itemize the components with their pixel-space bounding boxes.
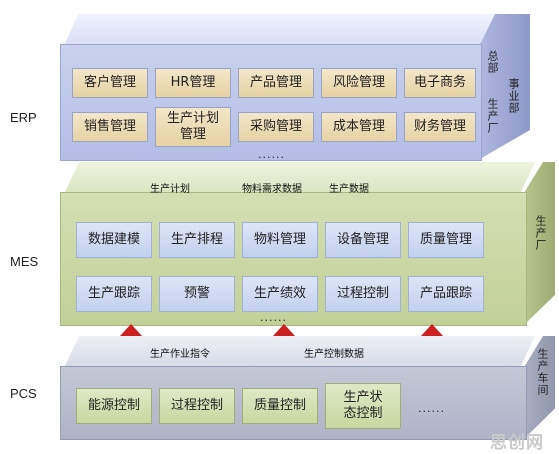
erp-module: 客户管理 [72, 68, 148, 98]
pcs-block-top [65, 336, 535, 366]
mes-module: 生产排程 [159, 222, 235, 258]
mes-module: 生产跟踪 [76, 276, 152, 312]
erp-module: 生产计划管理 [155, 107, 231, 147]
pcs-side-label: 生产车间 [536, 348, 549, 396]
mes-module: 生产绩效 [242, 276, 318, 312]
erp-module: 销售管理 [72, 112, 148, 142]
mes-module: 质量管理 [408, 222, 484, 258]
flow-label-control-data: 生产控制数据 [304, 349, 364, 360]
mes-module: 物料管理 [242, 222, 318, 258]
erp-label: ERP [10, 110, 37, 125]
flow-label-plan: 生产计划 [150, 184, 190, 195]
pcs-module: 过程控制 [159, 388, 235, 424]
mes-side-label: 生产厂 [534, 215, 547, 251]
mes-module: 设备管理 [325, 222, 401, 258]
erp-block [60, 44, 482, 161]
erp-module: 风险管理 [321, 68, 397, 98]
erp-module: 产品管理 [238, 68, 314, 98]
erp-side-label-hq: 总部 [486, 50, 499, 74]
mes-label: MES [10, 254, 39, 269]
mes-module: 数据建模 [76, 222, 152, 258]
watermark: 思创网 [490, 433, 544, 453]
erp-module: 成本管理 [321, 112, 397, 142]
mes-module: 过程控制 [325, 276, 401, 312]
mes-module: 预警 [159, 276, 235, 312]
erp-side-label-division: 事业部 [507, 78, 520, 114]
pcs-module: 能源控制 [76, 388, 152, 424]
pcs-ellipsis: ...... [418, 402, 445, 415]
mes-block-top [65, 162, 535, 192]
erp-module: HR管理 [155, 68, 231, 98]
pcs-label: PCS [10, 386, 37, 401]
mes-module: 产品跟踪 [408, 276, 484, 312]
flow-label-production-data: 生产数据 [329, 184, 369, 195]
erp-ellipsis: ...... [258, 148, 285, 161]
flow-label-material: 物料需求数据 [242, 184, 302, 195]
erp-module: 采购管理 [238, 112, 314, 142]
mes-ellipsis: ...... [260, 311, 287, 324]
pcs-module: 质量控制 [242, 388, 318, 424]
pcs-module: 生产状态控制 [325, 383, 401, 429]
flow-label-instruction: 生产作业指令 [150, 349, 210, 360]
mes-block-side [525, 162, 555, 324]
erp-module: 财务管理 [404, 112, 476, 142]
erp-side-label-factory: 生产厂 [486, 98, 499, 134]
erp-block-top [65, 14, 495, 44]
erp-module: 电子商务 [404, 68, 476, 98]
